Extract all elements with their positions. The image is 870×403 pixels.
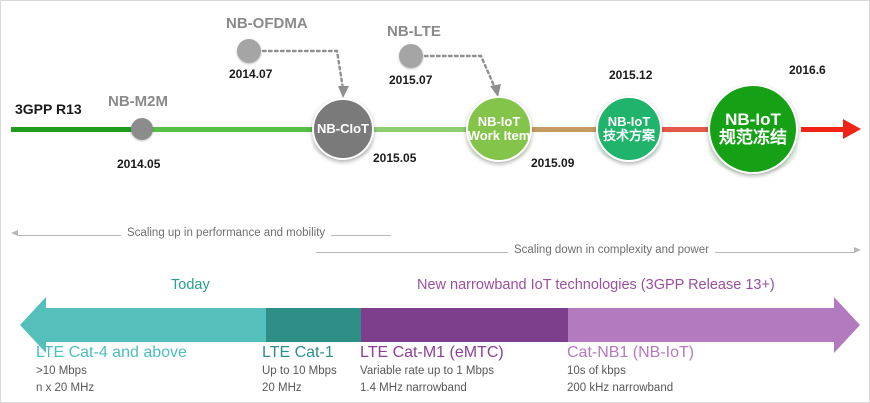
scaling-up-arrow-head-icon [11, 230, 18, 236]
milestone-circle-line: NB-IoT [725, 110, 781, 130]
milestone-circle-line: NB-IoT [607, 114, 651, 130]
tech-entry-title-cat-nb1-nb-iot: Cat-NB1 (NB-IoT) [567, 344, 695, 361]
callout-dot-nb-lte [399, 44, 423, 68]
scaling-down-arrow-head-icon [854, 247, 861, 253]
milestone-circle-line: 规范冻结 [719, 128, 787, 147]
tech-bar-segment-cat-nb1[interactable] [568, 308, 836, 342]
milestone-dot-nb-m2m[interactable] [131, 118, 153, 140]
tech-bar-segment-lte-cat-4-and-above[interactable] [43, 308, 266, 342]
scaling-down-annotation: Scaling down in complexity and power [316, 244, 861, 260]
tech-entry-line-lte-cat-4-and-above-2: n x 20 MHz [36, 382, 95, 394]
callout-label-nb-ofdma: NB-OFDMA [226, 15, 308, 32]
bar-title-today: Today [171, 277, 210, 293]
tech-entry-title-lte-cat-1: LTE Cat-1 [262, 344, 334, 361]
callout-label-nb-lte: NB-LTE [387, 23, 441, 40]
tech-entry-line-lte-cat-m1-emtc-2: 1.4 MHz narrowband [360, 382, 467, 394]
tech-bar-segment-lte-cat-m1[interactable] [361, 308, 568, 342]
axis-label-3gpp-r13: 3GPP R13 [15, 101, 82, 117]
tech-entry-line-lte-cat-1-2: 20 MHz [262, 382, 302, 394]
timeline-red-arrow-head [843, 119, 861, 139]
tech-entry-line-cat-nb1-nb-iot-1: 10s of kbps [567, 365, 626, 377]
milestone-date-nb-m2m: 2014.05 [117, 157, 161, 171]
milestone-date-nb-iot-work-item: 2015.09 [531, 156, 575, 170]
tech-bar-left-arrow-head-icon [20, 297, 46, 353]
scaling-up-annotation: Scaling up in performance and mobility [11, 227, 391, 243]
tech-entry-line-lte-cat-1-1: Up to 10 Mbps [262, 365, 337, 377]
callout-date-nb-lte: 2015.07 [389, 73, 433, 87]
timeline-segment-red-orange [659, 127, 711, 132]
milestone-circle-line: NB-IoT [477, 114, 521, 130]
milestone-circle-nb-iot-spec-frozen[interactable]: NB-IoT 规范冻结 [708, 84, 798, 174]
tech-entry-line-lte-cat-m1-emtc-1: Variable rate up to 1 Mbps [360, 365, 495, 377]
scaling-down-label: Scaling down in complexity and power [508, 244, 715, 256]
milestone-circle-nb-ciot[interactable]: NB-CIoT [312, 98, 374, 160]
milestone-date-nb-iot-spec-frozen: 2016.6 [789, 63, 826, 77]
connector-nb-lte-to-nb-iot-work-item [423, 54, 501, 97]
timeline-segment-mid-green [151, 127, 316, 132]
tech-entry-line-cat-nb1-nb-iot-2: 200 kHz narrowband [567, 382, 674, 394]
milestone-date-nb-ciot: 2015.05 [373, 151, 417, 165]
milestone-circle-line: Work Item [467, 128, 531, 143]
milestone-label-nb-m2m: NB-M2M [108, 93, 168, 110]
milestone-circle-line: 技术方案 [602, 128, 655, 143]
milestone-circle-nb-iot-tech-solution[interactable]: NB-IoT 技术方案 [596, 96, 662, 162]
scaling-up-label: Scaling up in performance and mobility [121, 227, 332, 239]
timeline-segment-tan [529, 127, 599, 132]
milestone-date-nb-iot-tech-solution: 2015.12 [609, 68, 653, 82]
timeline-segment-dark-green [11, 127, 133, 132]
timeline-red-arrow-shaft [801, 127, 847, 132]
tech-entry-line-lte-cat-4-and-above-1: >10 Mbps [36, 365, 87, 377]
tech-entry-title-lte-cat-4-and-above: LTE Cat-4 and above [36, 344, 187, 361]
bar-title-new-narrowband: New narrowband IoT technologies (3GPP Re… [417, 277, 775, 293]
connector-nb-ofdma-to-nb-ciot [261, 49, 349, 98]
milestone-circle-line: NB-CIoT [317, 121, 369, 137]
timeline-segment-light-green [371, 127, 471, 132]
tech-bar-segment-lte-cat-1[interactable] [266, 308, 361, 342]
callout-dot-nb-ofdma [237, 39, 261, 63]
tech-bar-right-arrow-head-icon [834, 297, 860, 353]
callout-date-nb-ofdma: 2014.07 [229, 67, 273, 81]
milestone-circle-nb-iot-work-item[interactable]: NB-IoT Work Item [466, 96, 532, 162]
tech-entry-title-lte-cat-m1-emtc: LTE Cat-M1 (eMTC) [360, 344, 504, 361]
